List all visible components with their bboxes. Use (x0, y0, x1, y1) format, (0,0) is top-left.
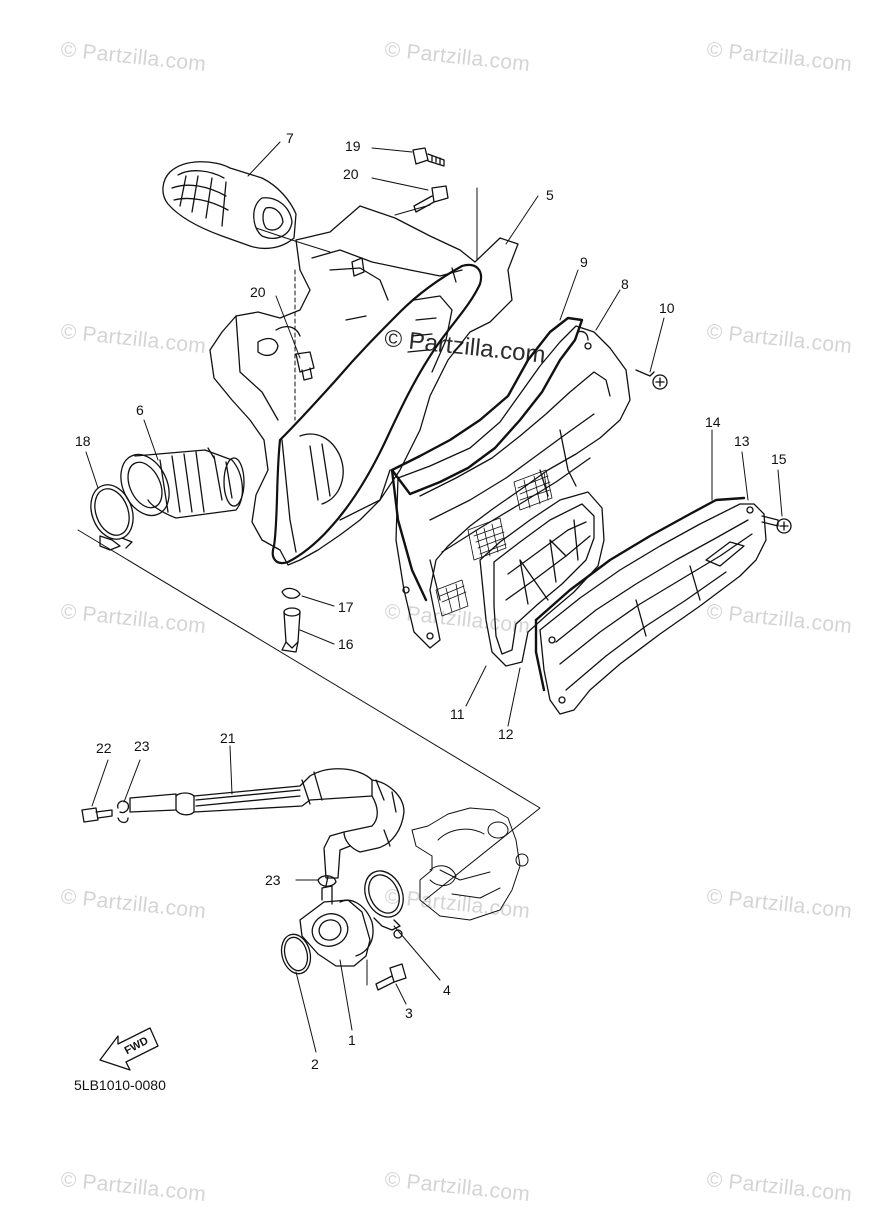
bolt-part-19 (412, 147, 445, 167)
callout-14: 14 (705, 414, 721, 430)
carburetor-reference (411, 807, 529, 921)
callout-15: 15 (771, 451, 787, 467)
screw-part-20 (295, 351, 315, 381)
callout-2: 2 (311, 1056, 319, 1072)
callout-13: 13 (734, 433, 750, 449)
callout-10: 10 (659, 300, 675, 316)
callout-3: 3 (405, 1005, 413, 1021)
callout-4: 4 (443, 982, 451, 998)
callout-16: 16 (338, 636, 354, 652)
callout-11: 11 (450, 706, 465, 722)
gasket-part-14 (534, 496, 746, 692)
manifold-part-1 (299, 875, 374, 967)
screw-part-10 (635, 369, 668, 390)
screw-part-15 (761, 515, 792, 534)
screw-part-20 (413, 185, 449, 213)
leader-lines (85, 141, 783, 727)
callout-23: 23 (134, 738, 150, 754)
callout-7: 7 (286, 130, 294, 146)
callout-8: 8 (621, 276, 629, 292)
callout-20: 20 (250, 284, 266, 300)
intake-duct-part-7 (162, 161, 297, 250)
callout-20: 20 (343, 166, 359, 182)
o-ring-part-2 (280, 933, 312, 975)
reference-lines (77, 187, 541, 986)
callout-6: 6 (136, 402, 144, 418)
callout-23: 23 (265, 872, 281, 888)
clip-part-23 (117, 800, 130, 824)
air-box-case-part-5 (209, 205, 519, 566)
callout-19: 19 (345, 138, 361, 154)
joint-part-6 (120, 447, 245, 519)
diagram-code: 5LB1010-0080 (74, 1077, 166, 1093)
callout-17: 17 (338, 599, 354, 615)
drain-plug-part-16 (281, 607, 301, 653)
fwd-arrow-icon (99, 1027, 159, 1071)
callout-12: 12 (498, 726, 514, 742)
callout-18: 18 (75, 433, 91, 449)
clip-part-23 (317, 875, 337, 887)
callout-9: 9 (580, 254, 588, 270)
filter-mesh (435, 469, 553, 617)
clip-part-17 (281, 587, 301, 599)
gasket-part-9 (390, 316, 584, 602)
callout-21: 21 (220, 730, 236, 746)
screw-part-3 (375, 963, 407, 991)
callout-22: 22 (96, 740, 112, 756)
cover-part-8 (395, 325, 631, 649)
leader-lines (91, 745, 441, 1053)
hose-part-21 (129, 768, 405, 879)
cap-part-13 (539, 503, 767, 715)
callout-5: 5 (546, 187, 554, 203)
callout-1: 1 (348, 1032, 356, 1048)
clamp-part-4 (364, 870, 404, 939)
clamp-part-18 (90, 484, 134, 551)
bolt-part-22 (81, 807, 113, 823)
